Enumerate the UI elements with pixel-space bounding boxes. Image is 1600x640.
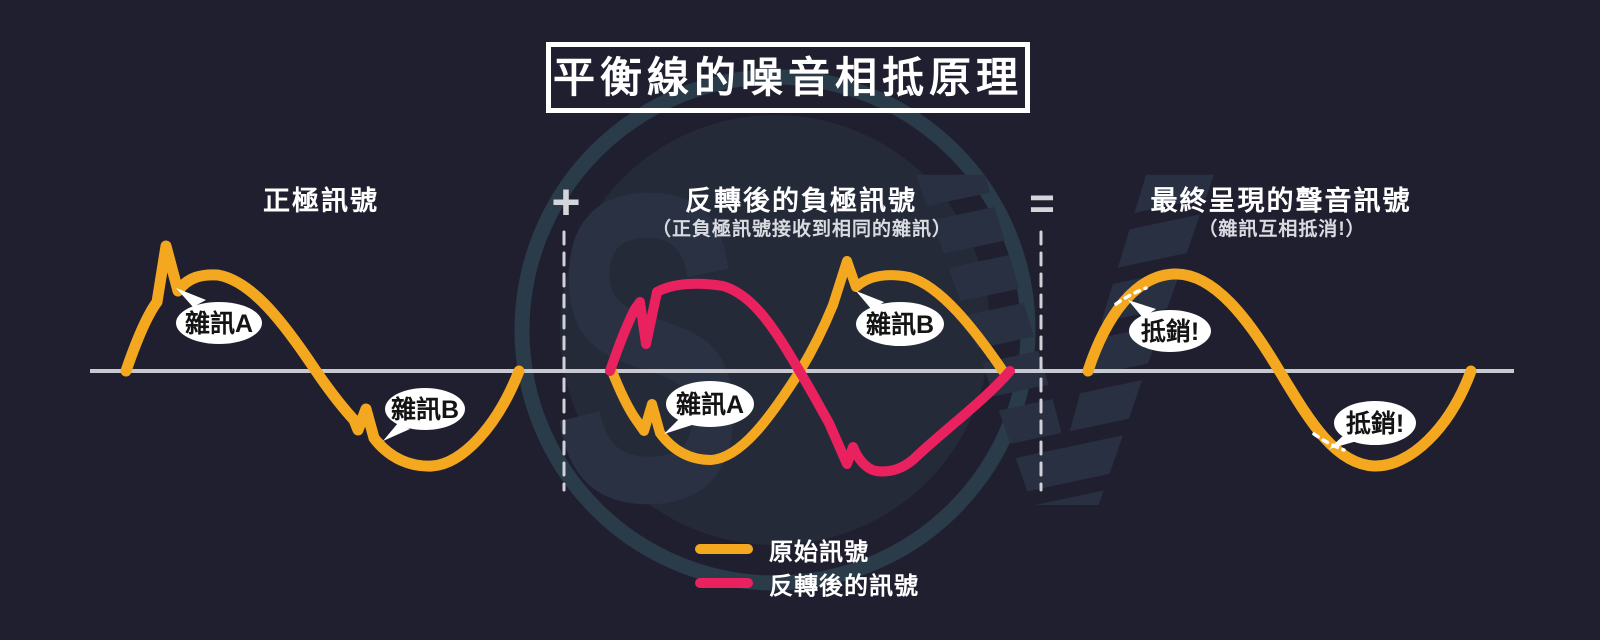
legend-label-original: 原始訊號 xyxy=(769,538,869,566)
page-title: 平衡線的噪音相抵原理 xyxy=(552,53,1023,101)
plus-operator: + xyxy=(551,174,581,230)
bubble-cancel-right-label: 抵銷! xyxy=(1346,409,1404,438)
bubble-noise-a-mid: 雜訊A xyxy=(664,381,754,434)
bubble-cancel-right: 抵銷! xyxy=(1329,401,1416,449)
bubble-cancel-left: 抵銷! xyxy=(1128,300,1211,352)
result-signal-wave xyxy=(1082,268,1477,472)
legend-swatch-inverted xyxy=(695,578,753,588)
subheading-result-signal: （雜訊互相抵消!） xyxy=(1198,219,1366,240)
legend-row-original: 原始訊號 xyxy=(695,534,919,566)
cancel-marks-bottom xyxy=(1312,432,1346,452)
bubble-noise-b-left: 雜訊B xyxy=(383,388,465,441)
legend-label-inverted: 反轉後的訊號 xyxy=(769,572,919,600)
title-box: 平衡線的噪音相抵原理 xyxy=(546,42,1030,113)
legend: 原始訊號 反轉後的訊號 xyxy=(695,534,919,602)
mid-inverted-signal-wave xyxy=(605,278,1015,477)
heading-result-signal: 最終呈現的聲音訊號 xyxy=(1150,186,1412,216)
bubble-noise-a-mid-label: 雜訊A xyxy=(676,390,744,419)
legend-swatch-original xyxy=(695,544,753,554)
positive-signal-wave xyxy=(120,240,525,472)
subheading-inverted-signal: （正負極訊號接收到相同的雜訊） xyxy=(651,219,953,240)
bubble-noise-a-left-label: 雜訊A xyxy=(185,309,253,338)
equals-operator: = xyxy=(1029,179,1055,228)
bubble-noise-b-mid: 雜訊B xyxy=(856,291,944,346)
legend-row-inverted: 反轉後的訊號 xyxy=(695,568,919,600)
bubble-noise-a-left: 雜訊A xyxy=(176,288,262,344)
bubble-noise-b-left-label: 雜訊B xyxy=(391,395,459,424)
heading-inverted-signal: 反轉後的負極訊號 xyxy=(685,186,917,216)
bubble-cancel-left-label: 抵銷! xyxy=(1141,317,1199,346)
watermark-ring xyxy=(514,69,1036,591)
bubble-noise-b-mid-label: 雜訊B xyxy=(866,310,934,339)
cancel-marks-top xyxy=(1114,286,1148,306)
heading-positive-signal: 正極訊號 xyxy=(263,186,379,216)
